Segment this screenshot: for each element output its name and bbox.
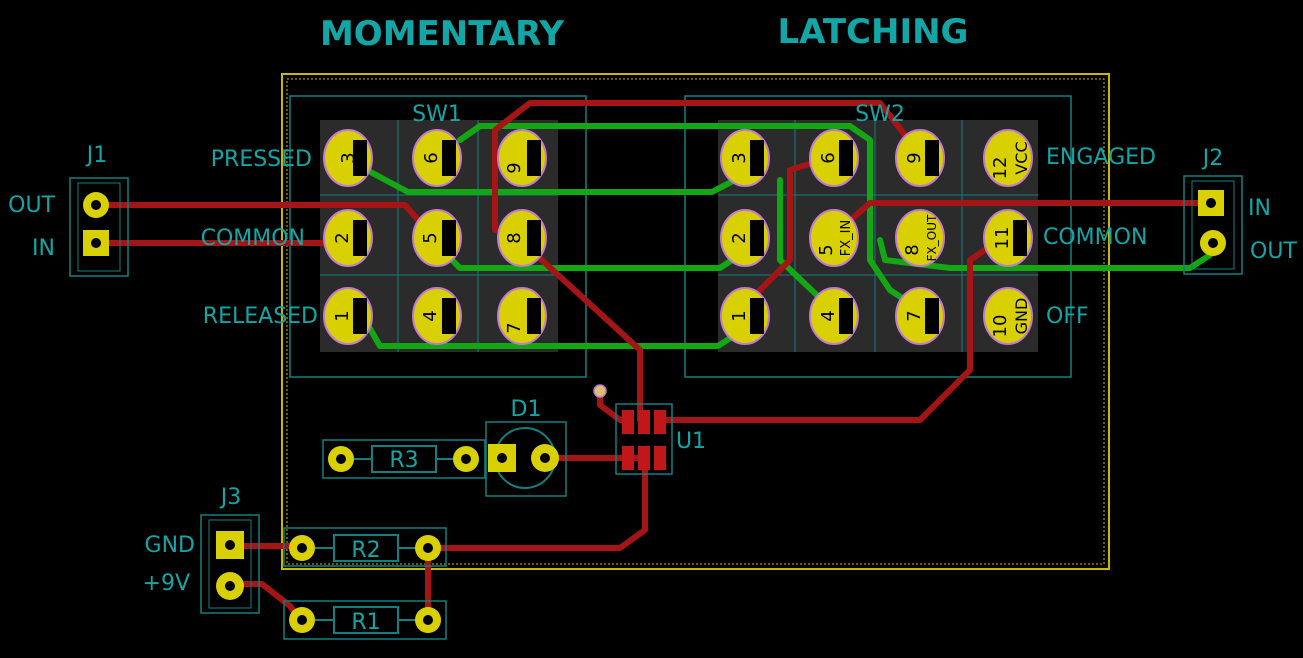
sw1-pad-5-num: 5 xyxy=(420,232,441,243)
sw2-pad-3-num: 3 xyxy=(729,152,750,163)
ref-u1: U1 xyxy=(676,429,706,454)
ref-j1: J1 xyxy=(85,143,108,168)
u1-ic xyxy=(593,384,673,475)
r1-resistor: R1 xyxy=(283,600,447,640)
j1-connector xyxy=(69,177,129,277)
ref-j2: J2 xyxy=(1201,146,1224,171)
sw1-pad-9-num: 9 xyxy=(504,162,525,173)
sw2-pad-12[interactable] xyxy=(983,129,1033,187)
board-edge-inner xyxy=(286,78,1105,565)
j3-connector xyxy=(200,514,260,614)
sw1-pads: 3 6 9 VCC 2 5 8 1 4 7 GND xyxy=(323,129,547,345)
sw1-pad-4-num: 4 xyxy=(420,310,441,321)
u1-pin1-marker xyxy=(593,384,607,398)
sw2-pad-8[interactable] xyxy=(895,209,945,267)
u1-pad-4[interactable] xyxy=(622,446,634,470)
u1-pad-1[interactable] xyxy=(622,410,634,434)
sw2-pad-10[interactable] xyxy=(983,287,1033,345)
j1-out-label: OUT xyxy=(8,193,55,218)
j3-9v-label: +9V xyxy=(143,571,190,596)
row-label-engaged: ENGAGED xyxy=(1046,145,1156,170)
sw2-pad-1-num: 1 xyxy=(729,310,750,321)
row-label-pressed: PRESSED xyxy=(211,147,312,172)
j1-in-label: IN xyxy=(32,236,55,261)
u1-pad-5[interactable] xyxy=(638,446,650,470)
sw2-pad-5[interactable] xyxy=(809,209,859,267)
u1-pad-6[interactable] xyxy=(654,446,666,470)
sw1-pad-3-num: 3 xyxy=(338,152,359,163)
ref-d1: D1 xyxy=(511,397,542,422)
j2-out-label: OUT xyxy=(1250,239,1297,264)
sw2-pad-10-num: 10 xyxy=(990,315,1011,338)
sw1-pad-7-net: GND xyxy=(526,298,545,335)
sw2-pad-4-num: 4 xyxy=(818,310,839,321)
ref-sw1: SW1 xyxy=(412,102,462,127)
u1-pad-2[interactable] xyxy=(638,410,650,434)
board-edge-outer xyxy=(281,73,1110,570)
sw2-pad-5-net: FX_IN xyxy=(839,220,854,256)
sw2-pad-6-num: 6 xyxy=(818,152,839,163)
sw2-pad-7-num: 7 xyxy=(904,310,925,321)
sw2-pad-8-num: 8 xyxy=(902,244,923,255)
sw1-pad-7-num: 7 xyxy=(504,322,525,333)
ref-r1: R1 xyxy=(351,610,380,635)
sw1-courtyard xyxy=(289,95,587,378)
front-copper-traces xyxy=(93,100,1213,623)
sw2-pad-12-net: VCC xyxy=(1012,141,1031,174)
sw2-pad-5-num: 5 xyxy=(816,244,837,255)
sw2-pad-2-num: 2 xyxy=(729,232,750,243)
row-label-common-left: COMMON xyxy=(201,226,305,251)
sw1-pad-2-num: 2 xyxy=(332,232,353,243)
sw1-pad-6-num: 6 xyxy=(421,152,442,163)
ref-r2: R2 xyxy=(351,538,380,563)
row-label-released: RELEASED xyxy=(203,304,318,329)
ref-sw2: SW2 xyxy=(855,102,905,127)
sw2-pad-9-num: 9 xyxy=(904,152,925,163)
sw1-pad-8-num: 8 xyxy=(504,232,525,243)
sw2-courtyard xyxy=(684,95,1072,378)
j2-connector xyxy=(1183,175,1243,275)
sw2-pad-12-num: 12 xyxy=(990,157,1011,180)
u1-pad-3[interactable] xyxy=(654,410,666,434)
r3-resistor: R3 xyxy=(322,439,486,479)
sw2-pad-11-num: 11 xyxy=(992,227,1013,250)
sw1-pad-9-net: VCC xyxy=(526,141,545,174)
latching-header: LATCHING xyxy=(778,12,969,52)
sw2-pad-8-net: FX_OUT xyxy=(925,214,939,261)
sw2-pad-10-net: GND xyxy=(1012,298,1031,335)
j2-in-label: IN xyxy=(1248,196,1271,221)
momentary-header: MOMENTARY xyxy=(320,14,564,54)
r2-resistor: R2 xyxy=(283,527,447,567)
ref-j3: J3 xyxy=(219,485,242,510)
j3-gnd-label: GND xyxy=(145,533,195,558)
sw1-pad-1-num: 1 xyxy=(332,310,353,321)
ref-r3: R3 xyxy=(389,448,418,473)
d1-led xyxy=(485,421,567,497)
sw2-pads: 3 6 9 12 VCC 2 5 FX_IN 8 FX_OUT 11 1 4 7… xyxy=(720,129,1033,345)
row-label-common-right: COMMON xyxy=(1043,225,1147,250)
row-label-off: OFF xyxy=(1046,304,1089,329)
